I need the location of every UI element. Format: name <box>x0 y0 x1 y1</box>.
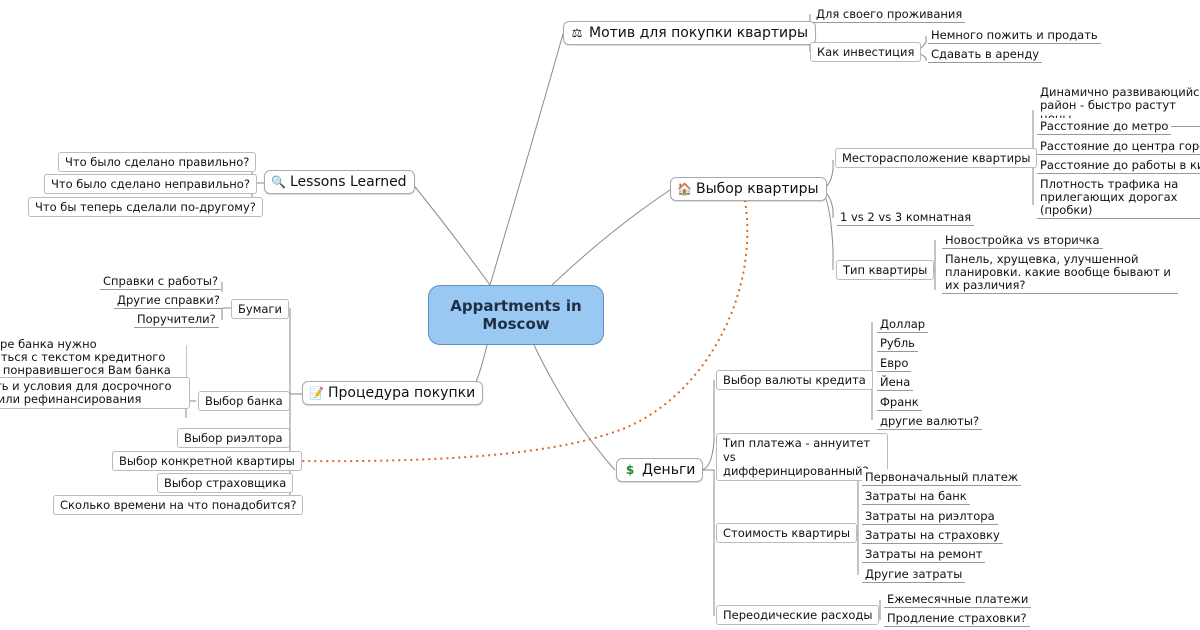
lessons-item[interactable]: Что было сделано неправильно? <box>44 174 257 194</box>
motive-topic[interactable]: ⚖ Мотив для покупки квартиры <box>563 21 817 45</box>
periodic-subtopic[interactable]: Переодические расходы <box>716 605 880 625</box>
invest-item-rent[interactable]: Сдавать в аренду <box>928 46 1043 63</box>
periodic-item[interactable]: Ежемесячные платежи <box>884 591 1032 608</box>
money-topic[interactable]: $ Деньги <box>616 458 704 482</box>
scales-icon: ⚖ <box>571 26 583 40</box>
house-icon: 🏠 <box>677 182 692 196</box>
papers-subtopic[interactable]: Бумаги <box>231 299 289 319</box>
dollar-icon: $ <box>625 463 635 477</box>
currency-item[interactable]: Евро <box>877 355 912 372</box>
central-title-line2: Moscow <box>482 315 550 333</box>
realtor-item[interactable]: Выбор риэлтора <box>177 428 290 448</box>
lessons-item[interactable]: Что бы теперь сделали по-другому? <box>28 197 263 217</box>
lessons-item[interactable]: Что было сделано правильно? <box>58 152 257 172</box>
insurer-item[interactable]: Выбор страховщика <box>157 473 294 493</box>
cost-item[interactable]: Затраты на ремонт <box>862 546 986 563</box>
procedure-topic[interactable]: 📝 Процедура покупки <box>302 381 484 405</box>
currency-item[interactable]: Рубль <box>877 335 918 352</box>
motive-label: Мотив для покупки квартиры <box>589 25 809 41</box>
currency-subtopic[interactable]: Выбор валюты кредита <box>716 370 873 390</box>
choice-label: Выбор квартиры <box>696 181 819 197</box>
cost-item[interactable]: Затраты на страховку <box>862 527 1003 544</box>
cost-item[interactable]: Первоначальный платеж <box>862 469 1022 486</box>
currency-item[interactable]: Доллар <box>877 316 929 333</box>
apartment-item[interactable]: Выбор конкретной квартиры <box>112 451 302 471</box>
papers-item[interactable]: Другие справки? <box>114 292 223 309</box>
type-item[interactable]: Новостройка vs вторичка <box>942 232 1103 249</box>
location-subtopic[interactable]: Месторасположение квартиры <box>835 148 1038 168</box>
motive-item-investment[interactable]: Как инвестиция <box>810 42 922 62</box>
type-item[interactable]: Панель, хрущевка, улучшенной планировки.… <box>942 252 1178 294</box>
lessons-label: Lessons Learned <box>290 174 407 190</box>
location-item[interactable]: Расстояние до работы в километрах <box>1037 157 1200 174</box>
magnifier-icon: 🔍 <box>271 175 286 189</box>
location-item[interactable]: Расстояние до метро <box>1037 118 1172 135</box>
money-label: Деньги <box>642 462 696 478</box>
motive-item-own[interactable]: Для своего проживания <box>813 6 966 23</box>
bank-item[interactable]: При выборе банка нужно ознакомиться с те… <box>0 337 186 379</box>
type-subtopic[interactable]: Тип квартиры <box>836 260 935 280</box>
payment-type-subtopic[interactable]: Тип платежа - аннуитет vs дифферинцирова… <box>716 433 888 481</box>
papers-item[interactable]: Справки с работы? <box>100 273 222 290</box>
location-item[interactable]: Расстояние до центра города <box>1037 138 1200 155</box>
cost-item[interactable]: Затраты на банк <box>862 488 970 505</box>
pencil-notepad-icon: 📝 <box>309 386 324 400</box>
procedure-label: Процедура покупки <box>328 385 476 401</box>
bank-subtopic[interactable]: Выбор банка <box>198 391 290 411</box>
periodic-item[interactable]: Продление страховки? <box>884 610 1030 627</box>
bank-item[interactable]: Возможность и условия для досрочного пог… <box>0 377 190 409</box>
central-title-line1: Appartments in <box>450 297 582 315</box>
cost-item[interactable]: Затраты на риэлтора <box>862 508 998 525</box>
lessons-topic[interactable]: 🔍 Lessons Learned <box>264 170 415 194</box>
choice-topic[interactable]: 🏠 Выбор квартиры <box>670 177 827 201</box>
central-topic[interactable]: Appartments in Moscow <box>428 285 604 345</box>
papers-item[interactable]: Поручители? <box>134 311 219 328</box>
cost-subtopic[interactable]: Стоимость квартиры <box>716 523 858 543</box>
invest-item-resell[interactable]: Немного пожить и продать <box>928 27 1101 44</box>
cost-item[interactable]: Другие затраты <box>862 566 966 583</box>
rooms-item[interactable]: 1 vs 2 vs 3 комнатная <box>837 209 975 226</box>
currency-item[interactable]: другие валюты? <box>877 413 983 430</box>
currency-item[interactable]: Йена <box>877 374 914 391</box>
location-item[interactable]: Плотность трафика на прилегающих дорогах… <box>1037 177 1200 219</box>
currency-item[interactable]: Франк <box>877 394 922 411</box>
time-item[interactable]: Сколько времени на что понадобится? <box>53 495 304 515</box>
